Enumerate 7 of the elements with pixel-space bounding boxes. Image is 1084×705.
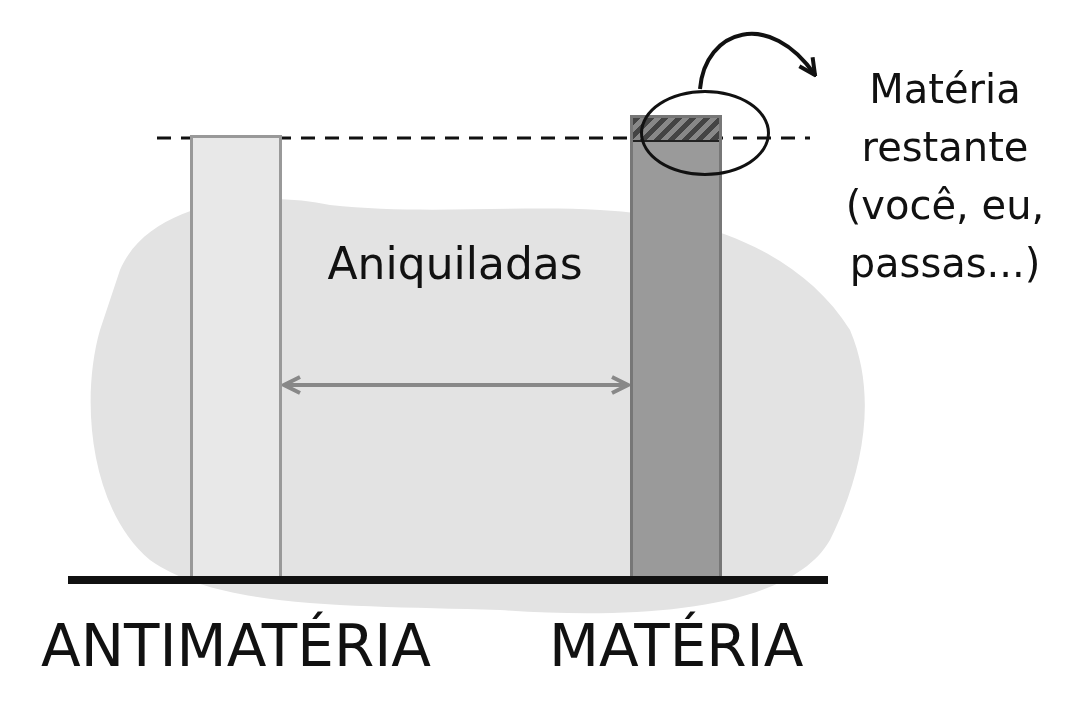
edge-label: Aniquiladas: [327, 238, 583, 289]
bar-label: MATÉRIA: [549, 612, 804, 680]
double-arrow: [282, 375, 630, 395]
note-text: Matéria restante (você, eu, passas...): [815, 60, 1075, 320]
highlight-circle: [640, 90, 770, 176]
bar-label: ANTIMATÉRIA: [41, 612, 431, 680]
curved-arrow: [698, 32, 817, 90]
